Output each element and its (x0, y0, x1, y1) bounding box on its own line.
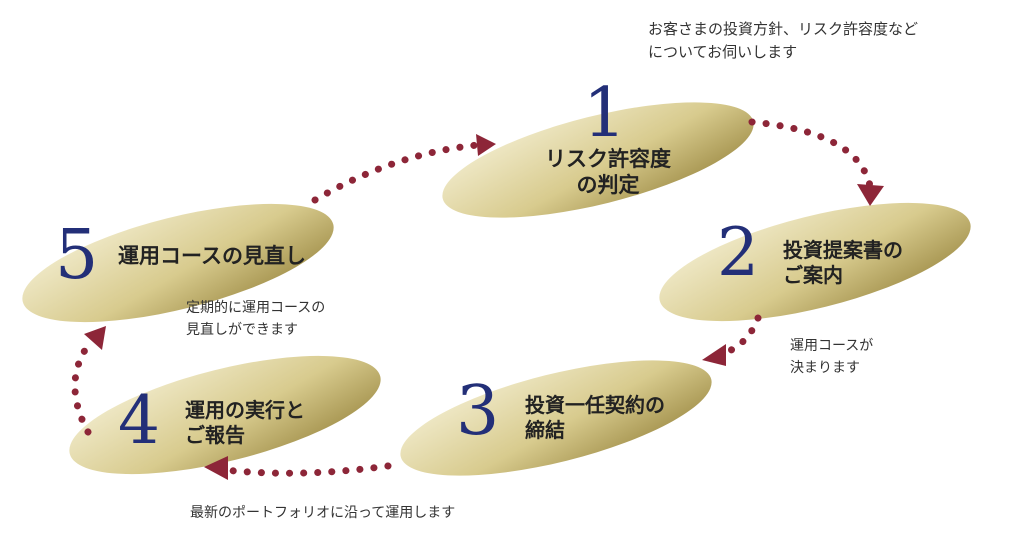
step-1-title: リスク許容度 の判定 (532, 146, 684, 199)
arrow-2-to-3 (718, 314, 762, 358)
step-2-title: 投資提案書の ご案内 (783, 238, 903, 288)
step-1-title-line-1: リスク許容度 (545, 147, 671, 171)
step-4-title: 運用の実行と ご報告 (185, 398, 305, 448)
step-3-title-line-2: 締結 (525, 418, 565, 442)
arrow-1-to-2 (748, 118, 874, 190)
step-2-note: 運用コースが 決まります (790, 336, 873, 379)
step-2-number: 2 (717, 214, 759, 291)
step-1-number: 1 (583, 74, 627, 153)
step-1-title-line-2: の判定 (576, 173, 640, 198)
step-5-note: 定期的に運用コースの 見直しができます (186, 298, 325, 341)
step-2-note-line-1: 運用コースが (790, 338, 874, 354)
arrow-4-to-5 (71, 336, 96, 436)
step-1-note-line-1: お客さまの投資方針、リスク許容度など (648, 20, 919, 38)
step-4-note: 最新のポートフォリオに沿って運用します (190, 505, 456, 521)
step-4-ellipse (69, 355, 381, 475)
step-4-title-line-2: ご報告 (185, 423, 245, 447)
step-2-note-line-2: 決まります (790, 359, 860, 376)
step-1-note: お客さまの投資方針、リスク許容度など についてお伺いします (648, 18, 918, 65)
step-5-note-line-2: 見直しができます (186, 321, 298, 338)
step-5-ellipse (22, 203, 334, 323)
step-5-number: 5 (55, 216, 99, 295)
step-2-ellipse (659, 202, 971, 322)
step-3-title: 投資一任契約の 締結 (525, 393, 665, 443)
arrow-3-to-4 (221, 462, 392, 477)
step-3-ellipse (400, 360, 712, 476)
step-2-title-line-1: 投資提案書の (783, 238, 903, 262)
step-4-title-line-1: 運用の実行と (185, 398, 305, 422)
step-4-number: 4 (118, 382, 160, 459)
step-5-note-line-1: 定期的に運用コースの (186, 300, 326, 316)
step-5-title: 運用コースの見直し (118, 243, 306, 269)
step-2-title-line-2: ご案内 (783, 263, 843, 287)
step-3-number: 3 (456, 372, 500, 451)
step-1-ellipse (442, 102, 754, 218)
step-1-note-line-2: についてお伺いします (648, 43, 798, 62)
step-3-title-line-1: 投資一任契約の (525, 393, 665, 417)
step-5-title-line-1: 運用コースの見直し (118, 244, 306, 268)
